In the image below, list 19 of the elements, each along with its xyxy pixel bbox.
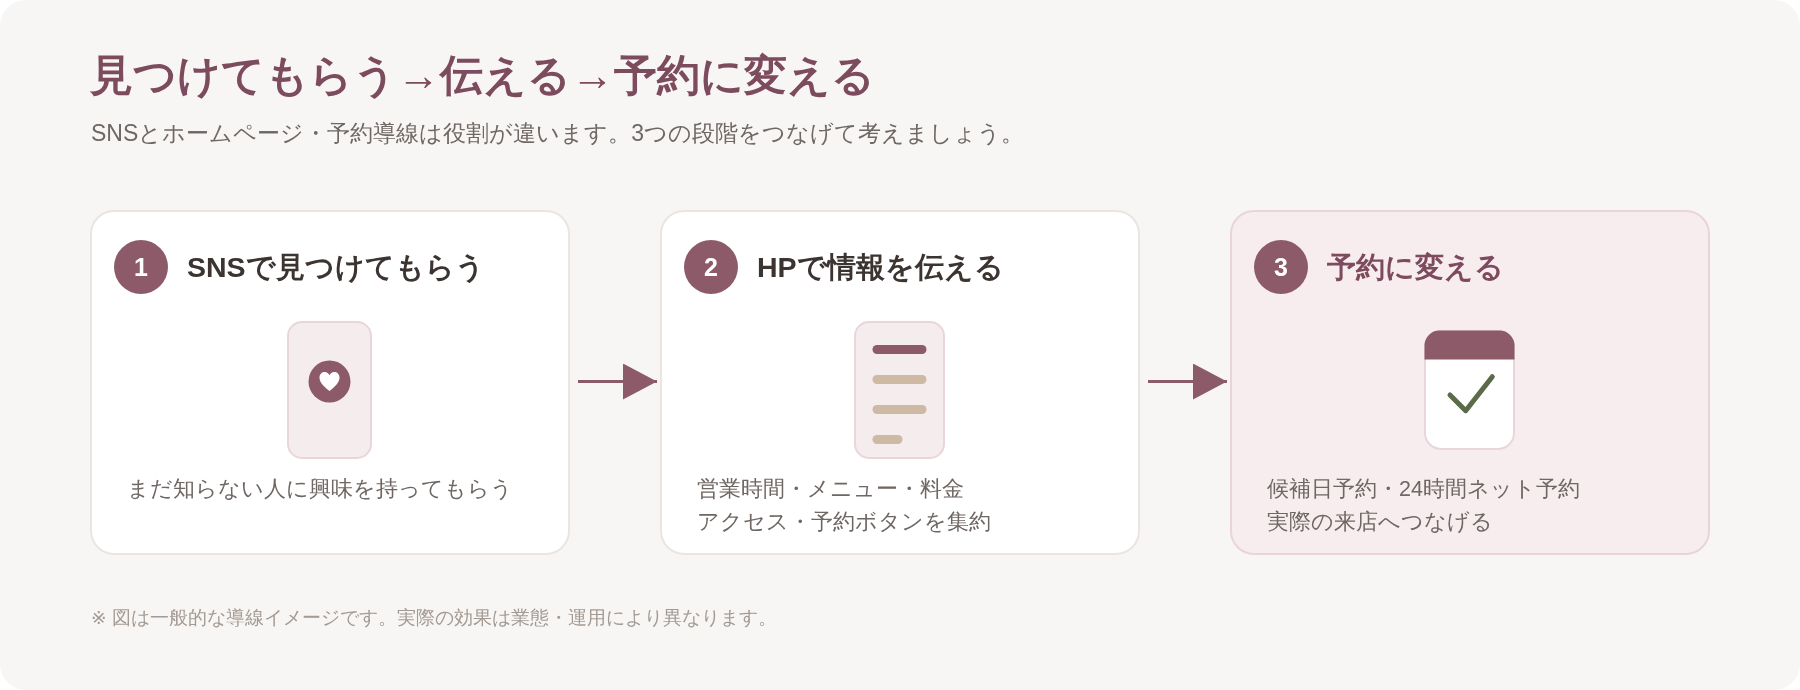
arrow bbox=[1148, 363, 1227, 400]
step-card bbox=[90, 210, 570, 555]
title: 見つけてもらう→伝える→予約に変える bbox=[90, 51, 875, 101]
number-badge: 1 bbox=[114, 240, 168, 294]
description-text: 候補日予約・24時間ネット予約 bbox=[1267, 476, 1580, 503]
description-text: 営業時間・メニュー・料金 bbox=[697, 476, 964, 503]
description-text: アクセス・予約ボタンを集約 bbox=[697, 509, 991, 536]
arrow bbox=[578, 363, 657, 400]
description-text: 実際の来店へつなげる bbox=[1267, 509, 1493, 536]
step-heading: 予約に変える bbox=[1327, 250, 1504, 285]
step-card bbox=[1230, 210, 1710, 555]
subtitle: SNSとホームページ・予約導線は役割が違います。3つの段階をつなげて考えましょう。 bbox=[91, 119, 1025, 147]
step-heading: HPで情報を伝える bbox=[757, 250, 1004, 285]
step-heading: SNSで見つけてもらう bbox=[187, 250, 485, 285]
footnote: ※ 図は一般的な導線イメージです。実際の効果は業態・運用により異なります。 bbox=[91, 606, 777, 630]
number-badge: 2 bbox=[684, 240, 738, 294]
number-badge: 3 bbox=[1254, 240, 1308, 294]
step-card bbox=[660, 210, 1140, 555]
description-text: まだ知らない人に興味を持ってもらう bbox=[127, 476, 513, 503]
